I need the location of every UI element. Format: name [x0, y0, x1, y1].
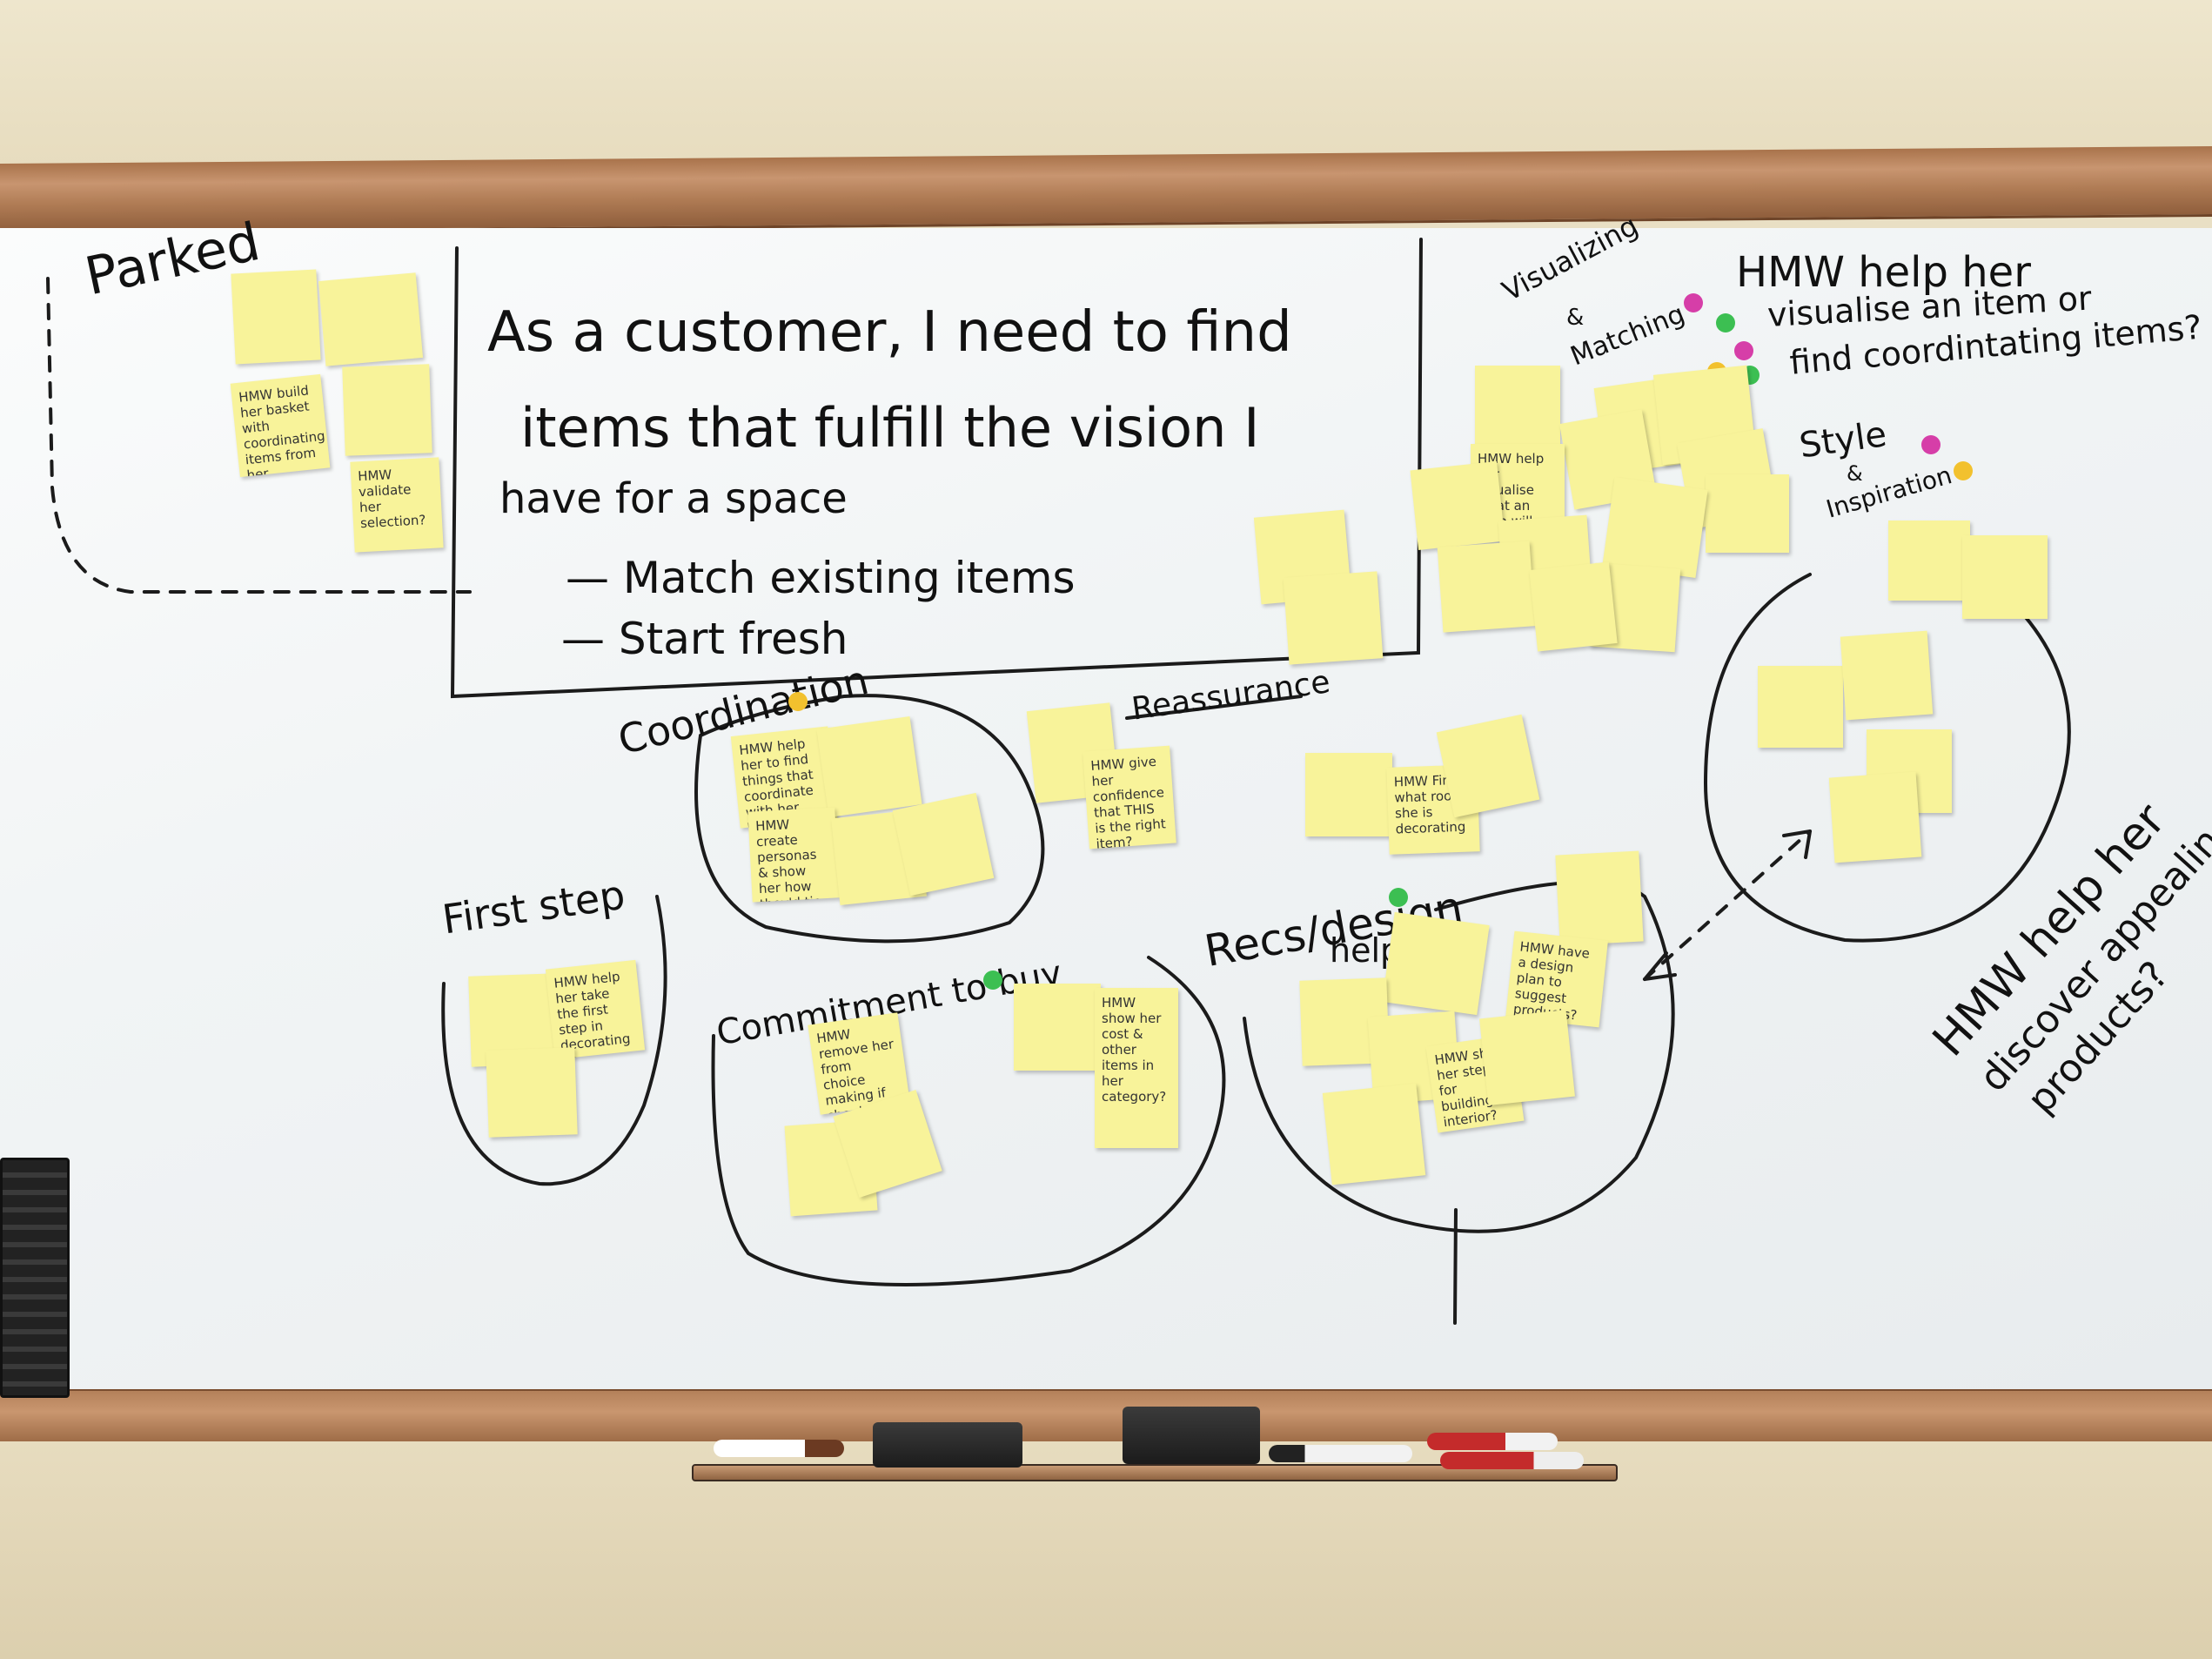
sticky-note[interactable]	[1437, 541, 1536, 633]
sticky-note[interactable]: HMW help her take the first step in deco…	[545, 959, 646, 1060]
marker-tray	[692, 1464, 1618, 1481]
marker-black[interactable]	[1269, 1445, 1412, 1462]
label-and-1: &	[1566, 305, 1585, 331]
sticky-note[interactable]	[1602, 476, 1708, 579]
sticky-note[interactable]	[1014, 984, 1101, 1071]
sticky-note[interactable]	[1888, 521, 1970, 601]
dot-green-3	[983, 971, 1002, 990]
dot-magenta-2	[1734, 341, 1753, 360]
sticky-note[interactable]: HMW build her basket with coordinating i…	[230, 373, 331, 478]
dot-yellow-3	[788, 692, 808, 711]
sticky-note[interactable]	[1840, 630, 1934, 721]
dot-yellow-2	[1954, 461, 1973, 480]
sticky-note[interactable]	[1706, 474, 1789, 553]
sticky-note[interactable]	[1962, 535, 2048, 619]
sticky-note[interactable]	[1555, 850, 1644, 946]
sticky-note[interactable]	[1305, 753, 1392, 836]
whiteboard-frame-bottom	[0, 1389, 2212, 1443]
marker-red-1[interactable]	[1427, 1433, 1558, 1450]
marker-red-2[interactable]	[1440, 1452, 1584, 1469]
sticky-note[interactable]	[342, 364, 432, 456]
eraser-right[interactable]	[1123, 1407, 1260, 1464]
sticky-note[interactable]	[892, 792, 995, 897]
sticky-note[interactable]	[1436, 714, 1540, 818]
statement-line-1: As a customer, I need to find	[487, 300, 1292, 365]
eraser-left[interactable]	[873, 1422, 1022, 1468]
sticky-note[interactable]	[816, 715, 922, 818]
hmw-top-line-1: HMW help her	[1736, 248, 2031, 297]
statement-item-1: — Match existing items	[566, 553, 1076, 603]
dot-magenta-3	[1921, 435, 1941, 454]
sticky-note[interactable]	[1283, 571, 1384, 665]
sticky-note[interactable]	[1410, 461, 1505, 550]
sticky-note[interactable]	[1475, 366, 1560, 446]
sticky-note[interactable]	[1382, 911, 1490, 1016]
label-and-2: &	[1847, 461, 1863, 486]
wall-vent	[0, 1158, 70, 1398]
sticky-note[interactable]	[1828, 771, 1922, 863]
sticky-note[interactable]: HMW validate her selection?	[350, 457, 444, 553]
sticky-note[interactable]: HMW show her cost & other items in her c…	[1095, 988, 1178, 1148]
sticky-note[interactable]	[1758, 666, 1843, 748]
statement-item-2: — Start fresh	[561, 614, 848, 664]
dot-magenta-1	[1684, 293, 1703, 312]
sticky-note[interactable]	[1322, 1083, 1426, 1185]
dot-green-1	[1716, 313, 1735, 332]
sticky-note[interactable]	[486, 1047, 578, 1138]
statement-line-3: have for a space	[499, 474, 848, 523]
sticky-note[interactable]	[318, 272, 424, 366]
statement-line-2: items that fulfill the vision I	[520, 396, 1260, 460]
sticky-note[interactable]: HMW create personas & show her how they'…	[747, 807, 840, 903]
sticky-note[interactable]: HMW give her confidence that THIS is the…	[1083, 745, 1176, 850]
marker-brown[interactable]	[714, 1440, 844, 1457]
dot-green-4	[1389, 888, 1408, 907]
sticky-note[interactable]	[1529, 561, 1618, 652]
sticky-note[interactable]	[231, 269, 321, 365]
sticky-note[interactable]	[1479, 1010, 1575, 1105]
